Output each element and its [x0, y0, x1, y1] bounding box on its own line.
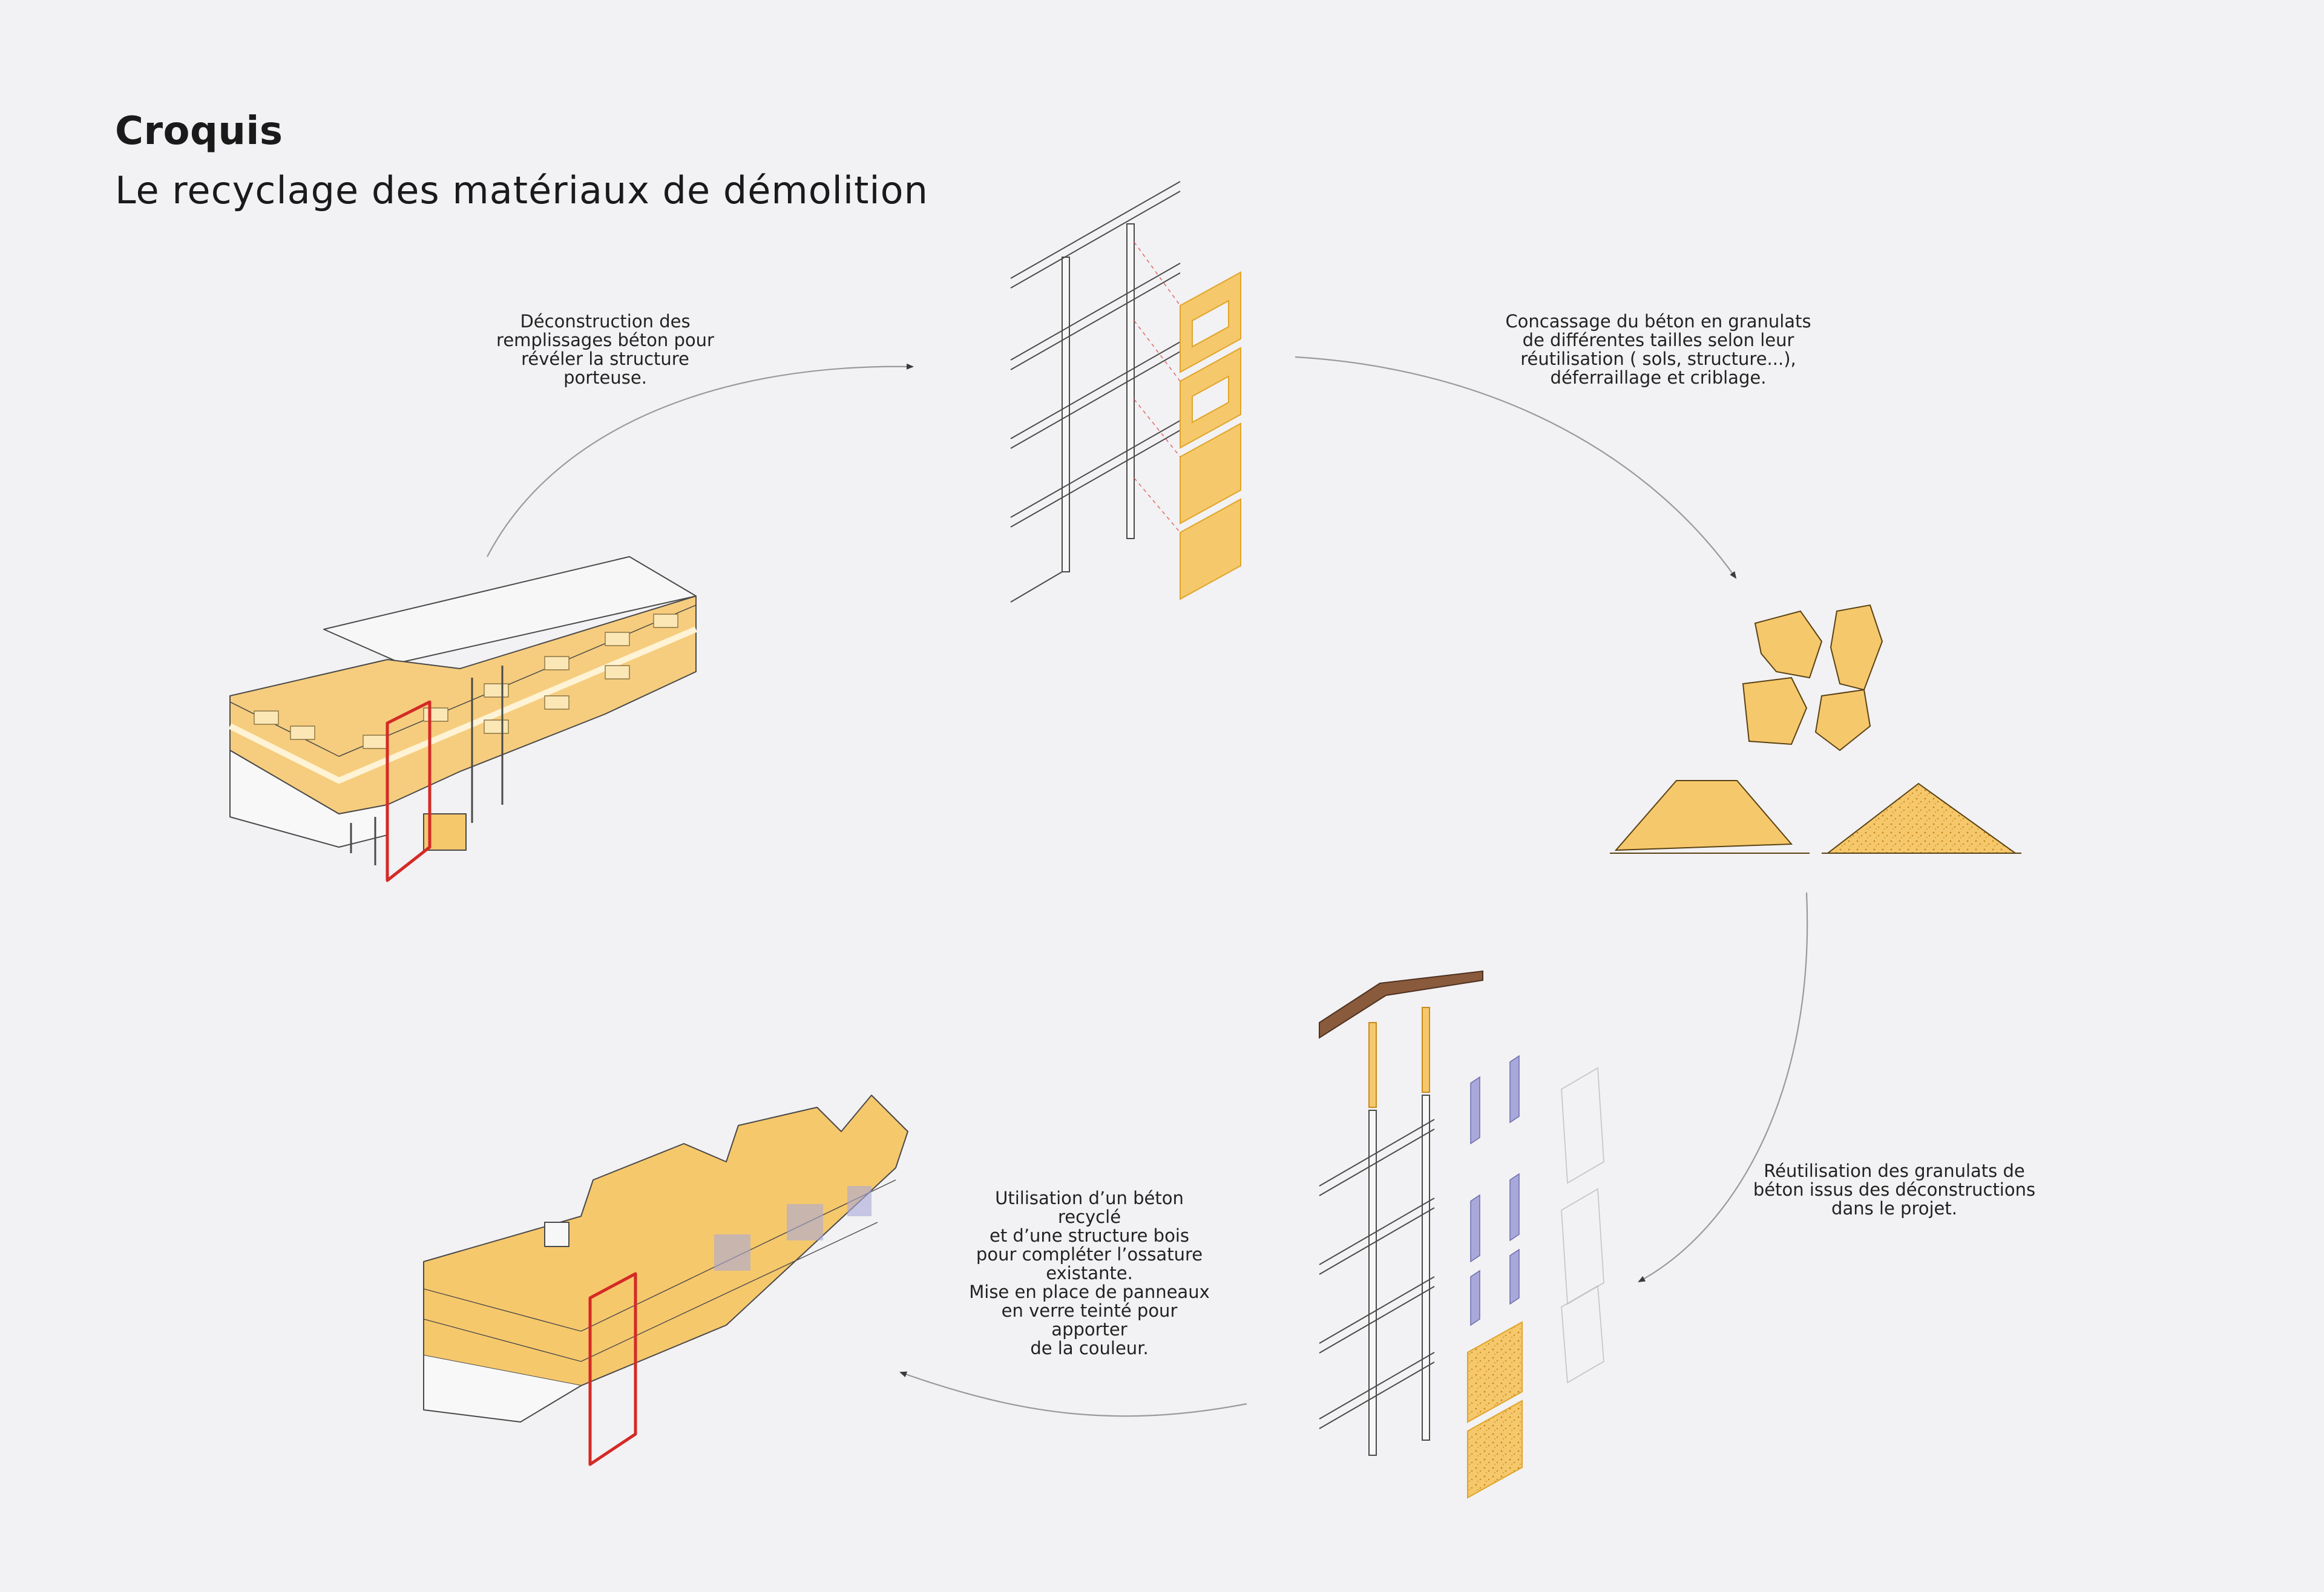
crushed-aggregates-illustration: [1610, 604, 2021, 854]
caption-deconstruction: Déconstruction des remplissages béton po…: [496, 311, 714, 388]
highlight-frame: [588, 1272, 637, 1466]
highlight-frame: [386, 700, 432, 882]
arrow-frame-to-crushing: [1295, 356, 1737, 579]
arrow-crushing-to-reuse: [1638, 892, 1808, 1282]
caption-crushing: Concassage du béton en granulats de diff…: [1505, 311, 1811, 388]
existing-building-illustration: [228, 556, 697, 882]
reuse-frame-illustration: [1319, 970, 1604, 1499]
caption-new-structure: Utilisation d’un béton recyclé et d’une …: [969, 1188, 1210, 1358]
concrete-panel-frame-illustration: [1010, 181, 1241, 603]
cycle-arrows: [487, 356, 1808, 1417]
arrow-deconstruction-to-frame: [487, 363, 914, 557]
caption-reuse: Réutilisation des granulats de béton iss…: [1753, 1161, 2036, 1219]
arrow-reuse-to-building: [899, 1371, 1247, 1417]
page-title: Croquis: [115, 109, 283, 154]
new-building-illustration: [423, 1095, 908, 1466]
page-subtitle: Le recyclage des matériaux de démolition: [115, 168, 928, 212]
